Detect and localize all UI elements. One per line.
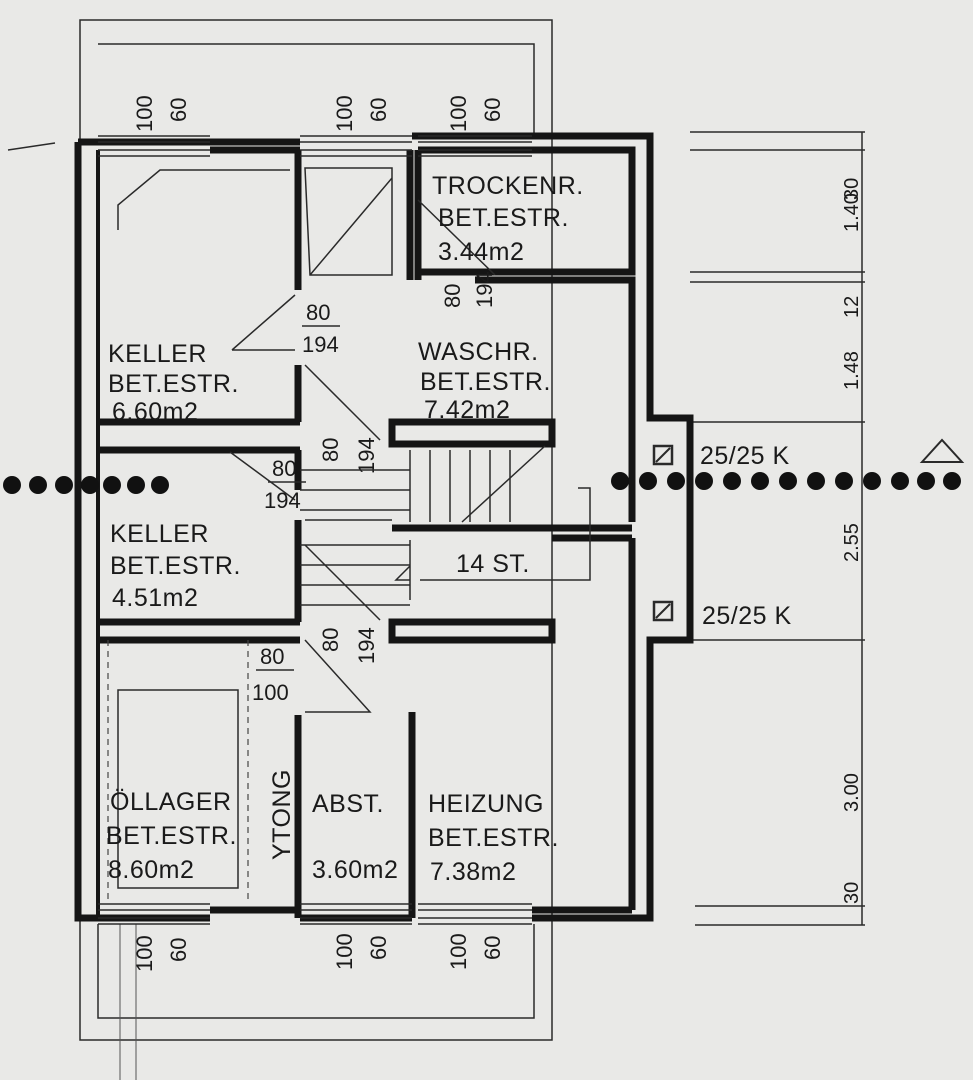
room-heizung: HEIZUNG BET.ESTR. 7.38m2 [428, 790, 559, 886]
svg-text:1.40: 1.40 [841, 193, 863, 232]
svg-text:100: 100 [446, 95, 471, 132]
svg-text:60: 60 [366, 936, 391, 960]
room-name: HEIZUNG [428, 790, 544, 818]
top-offset-line [98, 43, 535, 136]
svg-text:60: 60 [166, 938, 191, 962]
right-reference-lines [690, 131, 865, 926]
svg-text:80: 80 [318, 438, 343, 462]
svg-text:80: 80 [306, 300, 330, 325]
room-floor: BET.ESTR. [110, 552, 241, 580]
room-floor: BET.ESTR. [420, 368, 551, 396]
windows [98, 135, 532, 925]
svg-text:60: 60 [166, 98, 191, 122]
room-name: TROCKENR. [432, 172, 584, 200]
bottom-offset-line [97, 924, 535, 1019]
svg-text:194: 194 [354, 437, 379, 474]
room-area: 7.42m2 [424, 396, 510, 424]
svg-text:80: 80 [318, 628, 343, 652]
svg-text:100: 100 [446, 933, 471, 970]
edge-mark [7, 142, 56, 151]
right-dimension-chain: 30 1.40 12 1.48 2.55 3.00 30 [841, 178, 863, 904]
svg-text:100: 100 [132, 95, 157, 132]
svg-text:100: 100 [132, 935, 157, 972]
door-dimensions: 80 194 80 194 80 194 80 194 80 194 80 10… [252, 271, 497, 705]
room-floor: BET.ESTR. [108, 370, 239, 398]
svg-text:100: 100 [332, 95, 357, 132]
svg-text:60: 60 [480, 98, 505, 122]
room-name: KELLER [110, 520, 209, 548]
svg-text:80: 80 [272, 456, 296, 481]
svg-text:100: 100 [332, 933, 357, 970]
room-floor: BET.ESTR. [428, 824, 559, 852]
room-name: KELLER [108, 340, 207, 368]
svg-text:2.55: 2.55 [841, 523, 863, 562]
svg-text:194: 194 [264, 488, 301, 513]
staircase [300, 445, 591, 606]
interior-walls [98, 146, 636, 918]
room-name: WASCHR. [418, 338, 539, 366]
svg-text:60: 60 [366, 98, 391, 122]
room-abstellraum: ABST. 3.60m2 [312, 790, 398, 884]
svg-text:3.00: 3.00 [841, 773, 863, 812]
door-swings [229, 167, 496, 713]
room-name: ÖLLAGER [110, 788, 232, 816]
window-dimensions: 100 60 100 60 100 60 100 60 100 60 100 6… [132, 95, 505, 972]
ytong-label: YTONG [268, 769, 296, 860]
svg-text:1.48: 1.48 [841, 351, 863, 390]
room-keller-1: KELLER BET.ESTR. 6.60m2 [108, 340, 239, 426]
room-floor: BET.ESTR. [106, 822, 237, 850]
room-floor: BET.ESTR. [438, 204, 569, 232]
chimney-label-2: 25/25 K [702, 602, 792, 630]
room-name: ABST. [312, 790, 384, 818]
room-waschraum: WASCHR. BET.ESTR. 7.42m2 [418, 338, 551, 424]
svg-text:80: 80 [260, 644, 284, 669]
section-line [3, 472, 961, 494]
svg-text:194: 194 [302, 332, 339, 357]
level-marker-triangle [919, 438, 965, 463]
tank-outlines [107, 169, 290, 904]
room-area: 7.38m2 [430, 858, 516, 886]
room-oellager: ÖLLAGER BET.ESTR. 8.60m2 [106, 788, 237, 884]
room-area: 8.60m2 [108, 856, 194, 884]
svg-text:30: 30 [841, 178, 863, 200]
svg-text:60: 60 [480, 936, 505, 960]
svg-text:194: 194 [472, 271, 497, 308]
room-area: 6.60m2 [112, 398, 198, 426]
svg-text:30: 30 [841, 882, 863, 904]
svg-text:100: 100 [252, 680, 289, 705]
bottom-guide-lines [119, 924, 137, 1080]
chimney-label-1: 25/25 K [700, 442, 790, 470]
svg-text:12: 12 [841, 296, 863, 318]
room-trockenraum: TROCKENR. BET.ESTR. 3.44m2 [432, 172, 584, 266]
svg-text:80: 80 [440, 284, 465, 308]
stairs-count-label: 14 ST. [456, 550, 530, 578]
room-area: 3.60m2 [312, 856, 398, 884]
room-area: 4.51m2 [112, 584, 198, 612]
svg-text:194: 194 [354, 627, 379, 664]
room-keller-2: KELLER BET.ESTR. 4.51m2 [110, 520, 241, 612]
chimney-symbols [652, 444, 674, 622]
room-area: 3.44m2 [438, 238, 524, 266]
